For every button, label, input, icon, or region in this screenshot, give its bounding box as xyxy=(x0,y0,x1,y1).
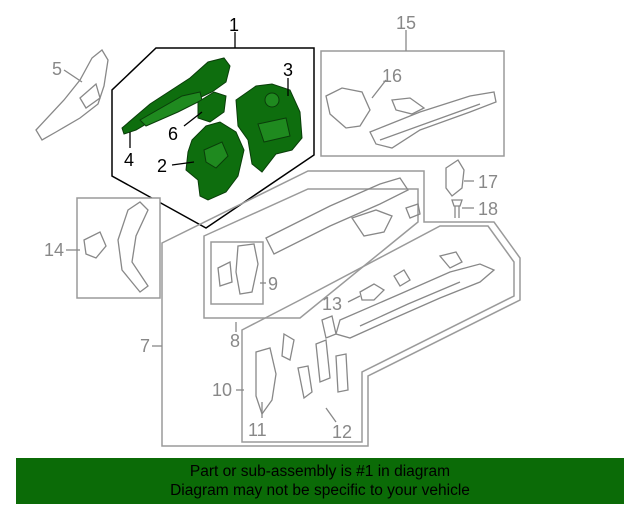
footer-notice: Part or sub-assembly is #1 in diagram Di… xyxy=(16,458,624,504)
part-2-apron[interactable] xyxy=(185,121,245,201)
callout-18[interactable]: 18 xyxy=(478,199,498,219)
part-6-bracket[interactable] xyxy=(197,91,227,123)
assembly-15-box xyxy=(320,50,505,157)
callout-11[interactable]: 11 xyxy=(248,420,267,440)
footer-line-1: Part or sub-assembly is #1 in diagram xyxy=(189,463,451,480)
part-9-bracket[interactable] xyxy=(217,243,259,295)
callout-12[interactable]: 12 xyxy=(332,422,352,442)
callout-1[interactable]: 1 xyxy=(229,15,239,35)
assembly-8-box xyxy=(203,188,419,319)
assembly-7-box xyxy=(161,170,521,447)
callout-8[interactable]: 8 xyxy=(230,331,240,351)
callout-15[interactable]: 15 xyxy=(396,13,416,33)
part-13-clip[interactable] xyxy=(359,269,411,301)
part-17-bracket[interactable] xyxy=(445,159,465,197)
callout-3[interactable]: 3 xyxy=(283,60,293,80)
leader-lines xyxy=(129,32,289,166)
callout-13[interactable]: 13 xyxy=(322,294,342,314)
part-14-pillar[interactable] xyxy=(83,201,149,293)
part-8-rail[interactable] xyxy=(265,177,421,255)
callout-4[interactable]: 4 xyxy=(124,150,134,170)
part-5-pillar[interactable] xyxy=(35,49,109,141)
part-15-sill[interactable] xyxy=(369,91,497,149)
callout-6[interactable]: 6 xyxy=(168,124,178,144)
callout-5[interactable]: 5 xyxy=(52,59,62,79)
assembly-10-box xyxy=(241,225,515,443)
callout-2[interactable]: 2 xyxy=(157,156,167,176)
callout-10[interactable]: 10 xyxy=(212,380,232,400)
callout-9[interactable]: 9 xyxy=(268,274,278,294)
callout-14[interactable]: 14 xyxy=(44,240,64,260)
callout-17[interactable]: 17 xyxy=(478,172,498,192)
footer-line-2: Diagram may not be specific to your vehi… xyxy=(170,482,470,499)
assembly-1-box xyxy=(111,47,315,229)
part-16-rail[interactable] xyxy=(325,87,426,129)
assembly-9-box xyxy=(210,241,264,305)
part-4-upper-rail[interactable] xyxy=(121,57,231,135)
part-12-bracket[interactable] xyxy=(297,315,349,400)
parts-diagram: 1 2 3 4 6 5 15 16 17 18 14 9 13 8 7 10 1… xyxy=(35,13,521,447)
part-18-bolt[interactable] xyxy=(451,199,463,218)
part-10-rail[interactable] xyxy=(335,251,496,339)
leader-lines-gray xyxy=(63,30,474,423)
callout-16[interactable]: 16 xyxy=(382,66,402,86)
part-11-bracket[interactable] xyxy=(255,332,295,416)
callout-7[interactable]: 7 xyxy=(140,336,150,356)
part-3-wheelhouse[interactable] xyxy=(235,83,303,173)
